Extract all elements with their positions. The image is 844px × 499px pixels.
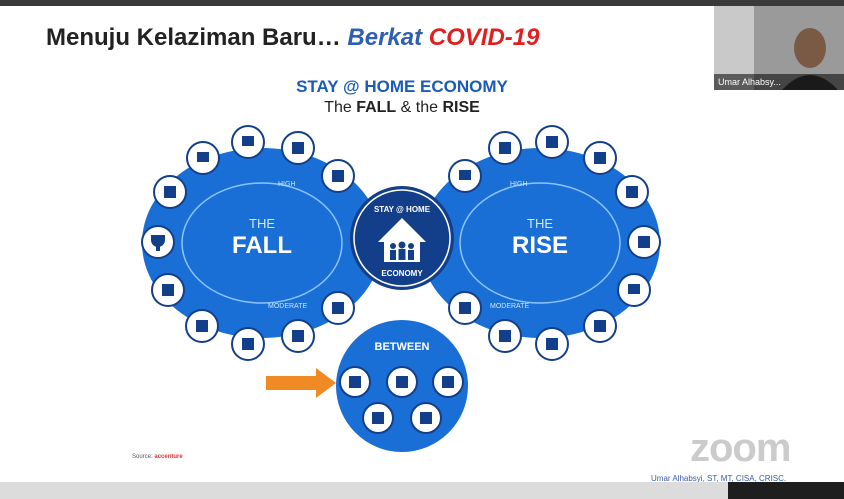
slide-title-berkat: Berkat (347, 24, 423, 51)
participant-name: Umar Alhabsy... (714, 74, 844, 90)
rise-high-label: HIGH (510, 181, 528, 188)
subheading-fall: FALL (356, 99, 396, 116)
slide-title-main: Menuju Kelaziman Baru… (46, 24, 341, 51)
rise-cycle-arrow (459, 182, 621, 304)
infographic-heading: STAY @ HOME ECONOMY (296, 77, 508, 96)
rise-moderate-label: MODERATE (490, 303, 529, 310)
subheading-the: The (324, 99, 352, 116)
infographic-subheading: The FALL & the RISE (324, 99, 480, 116)
slide-title: Menuju Kelaziman Baru… Berkat COVID-19 (46, 24, 539, 52)
stay-home-infographic: STAY @ HOME ECONOMY The FALL & the RISE … (141, 77, 661, 452)
fall-region (142, 148, 382, 338)
slide-title-covid: COVID-19 (428, 24, 540, 51)
house-family-icon (378, 218, 426, 262)
controls-dark-segment (728, 482, 844, 499)
meeting-controls-bar (0, 482, 844, 499)
fall-word-the: THE (249, 216, 275, 231)
fall-moderate-label: MODERATE (268, 303, 307, 310)
source-name: accenture (154, 454, 183, 460)
center-badge-bottom: ECONOMY (381, 269, 423, 278)
fall-cycle-arrow (181, 182, 343, 304)
fall-word-fall: FALL (232, 232, 292, 259)
subheading-and-the: & the (401, 99, 438, 116)
source-citation: Source: accenture (132, 454, 183, 460)
participant-video-tile[interactable]: Umar Alhabsy... (714, 6, 844, 90)
rise-word-the: THE (527, 216, 553, 231)
between-label: BETWEEN (375, 341, 430, 353)
between-pointer-arrow (266, 368, 336, 398)
rise-word-rise: RISE (512, 232, 568, 259)
fall-high-label: HIGH (278, 181, 296, 188)
presenter-credit: Umar Alhabsyi, ST, MT, CISA, CRISC. (651, 474, 787, 483)
subheading-rise: RISE (442, 99, 480, 116)
window-top-bar (0, 0, 844, 6)
zoom-watermark: zoom (690, 426, 791, 470)
presentation-slide: Menuju Kelaziman Baru… Berkat COVID-19 S… (0, 6, 844, 483)
rise-region (420, 148, 660, 338)
center-badge-top: STAY @ HOME (374, 205, 431, 214)
